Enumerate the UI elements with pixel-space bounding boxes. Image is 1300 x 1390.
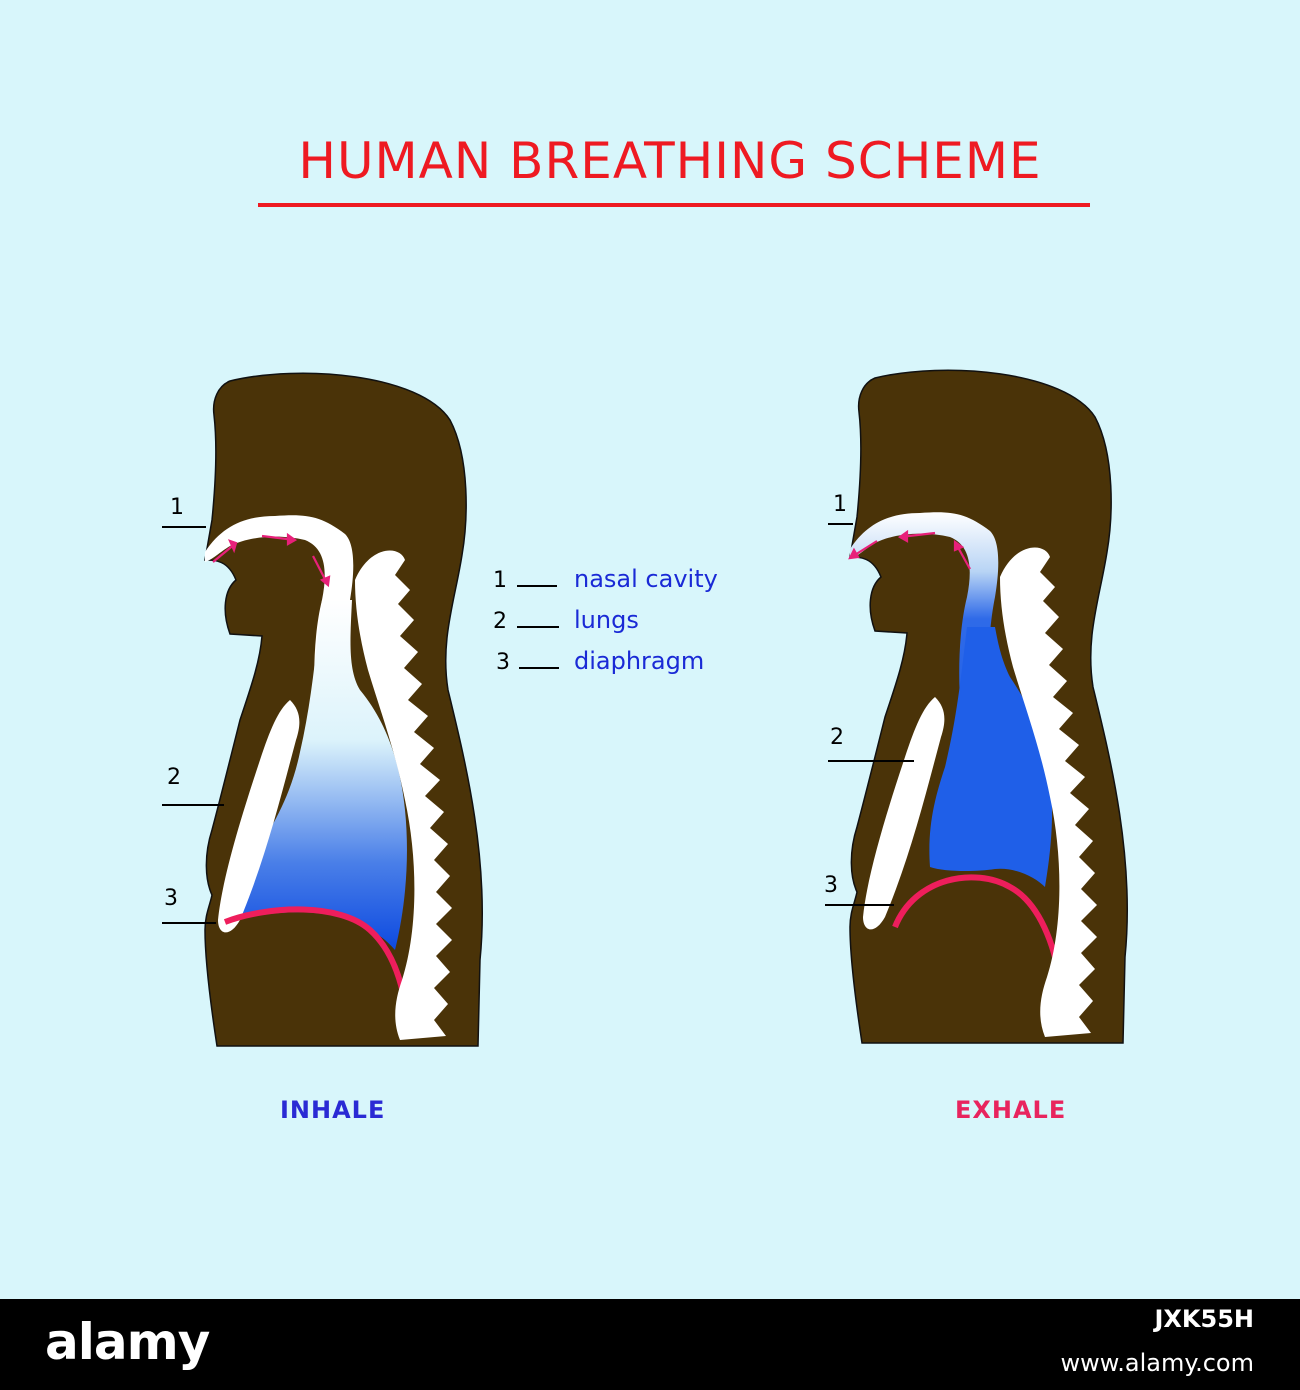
exhale-lungs: [929, 627, 1053, 887]
legend-number: 2: [493, 609, 507, 634]
inhale-label-2: 2: [167, 765, 181, 790]
exhale-label-1: 1: [833, 492, 847, 517]
exhale-label-lines: [825, 523, 914, 906]
legend-term: diaphragm: [574, 647, 705, 675]
exhale-figure: [825, 369, 1129, 1044]
legend-dash: [517, 626, 559, 628]
legend-term: lungs: [574, 606, 639, 634]
inhale-label-1: 1: [170, 495, 184, 520]
inhale-caption: INHALE: [280, 1096, 386, 1124]
inhale-diaphragm: [223, 906, 408, 1004]
inhale-label-lines: [162, 526, 224, 924]
sternum: [218, 700, 300, 933]
legend-dash: [519, 667, 559, 669]
inhale-airflow-arrows: [212, 532, 331, 588]
exhale-caption: EXHALE: [955, 1096, 1067, 1124]
spine: [1000, 547, 1097, 1037]
inhale-lungs: [235, 600, 407, 950]
legend-dash: [517, 585, 557, 587]
exhale-label-2: 2: [830, 725, 844, 750]
inhale-figure: [162, 372, 484, 1047]
spine: [355, 550, 452, 1040]
exhale-label-3: 3: [824, 873, 838, 898]
exhale-diaphragm: [892, 874, 1063, 983]
legend-number: 3: [496, 650, 510, 675]
legend-term: nasal cavity: [574, 565, 718, 593]
footer-bar: alamy JXK55H www.alamy.com: [0, 1299, 1300, 1390]
page-title: HUMAN BREATHING SCHEME: [298, 132, 1042, 190]
inhale-label-3: 3: [164, 886, 178, 911]
exhale-airflow-arrows: [848, 529, 971, 570]
sternum: [863, 697, 945, 930]
image-id: JXK55H: [1154, 1305, 1254, 1333]
legend-number: 1: [493, 568, 507, 593]
title-underline: [258, 203, 1090, 207]
site-url: www.alamy.com: [1060, 1349, 1254, 1377]
brand-logo: alamy: [45, 1313, 210, 1371]
